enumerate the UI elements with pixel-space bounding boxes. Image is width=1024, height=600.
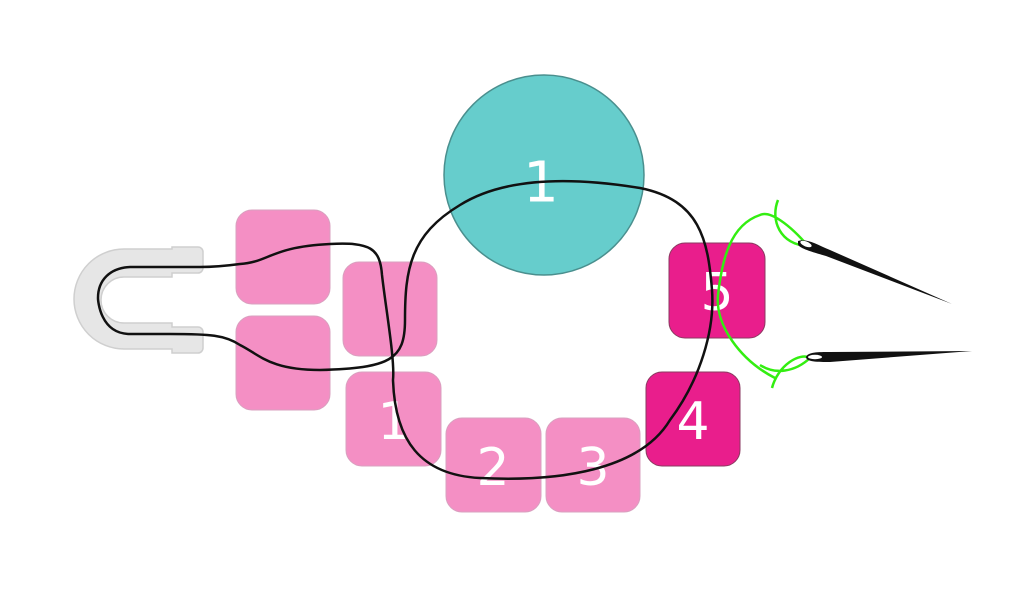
bead-3-label: 3 <box>576 438 609 498</box>
bead-2-label: 2 <box>476 438 509 498</box>
bead-left-middle <box>342 261 438 357</box>
bead-2: 2 <box>445 417 542 513</box>
needle-top <box>798 240 952 304</box>
bead-4: 4 <box>645 371 741 467</box>
bead-left-bottom <box>235 315 331 411</box>
bead-5: 5 <box>668 242 766 339</box>
bead-1: 1 <box>345 371 442 467</box>
round-bead: 1 <box>443 74 645 276</box>
thread <box>96 179 714 480</box>
bead-3: 3 <box>545 417 641 513</box>
bead-left-top <box>235 209 331 305</box>
clasp <box>73 246 204 354</box>
needle-bottom <box>806 351 972 362</box>
